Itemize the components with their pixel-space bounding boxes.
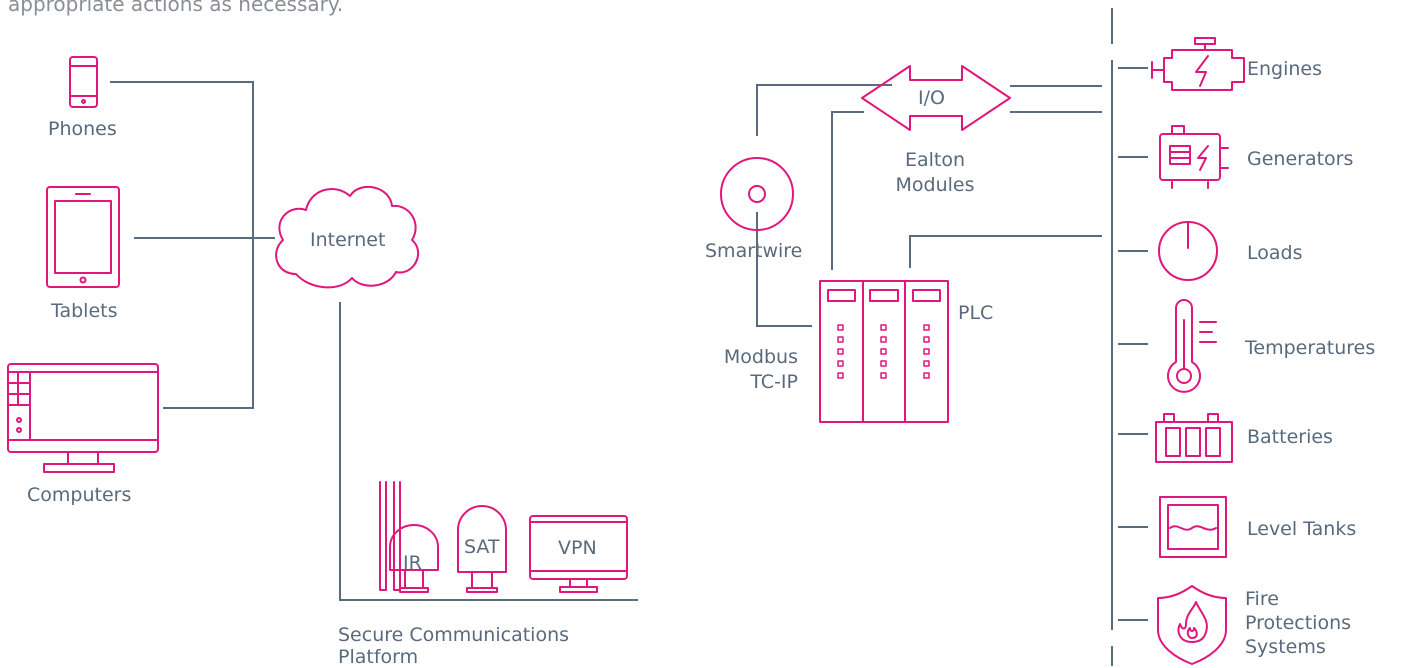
fire-shield-icon: [1157, 585, 1227, 665]
label-plc: PLC: [958, 302, 994, 324]
antenna-icon: [379, 481, 401, 591]
label-io: I/O: [918, 87, 945, 109]
label-internet: Internet: [310, 229, 386, 251]
label-systems: Systems: [1245, 636, 1326, 658]
sat-dome-icon: [457, 505, 507, 593]
label-secure-communications: Secure Communications: [338, 624, 570, 646]
label-platform: Platform: [338, 646, 419, 668]
label-engines: Engines: [1247, 58, 1323, 80]
smartwire-icon: [720, 157, 794, 231]
label-protections: Protections: [1245, 612, 1352, 634]
label-sat: SAT: [464, 536, 500, 558]
tablet-icon: [46, 186, 120, 288]
label-generators: Generators: [1247, 148, 1354, 170]
computer-icon: [7, 363, 159, 473]
label-ir: IR: [403, 552, 422, 574]
label-tablets: Tablets: [51, 300, 118, 322]
label-level-tanks: Level Tanks: [1247, 518, 1357, 540]
phone-icon: [69, 56, 98, 108]
label-tc-ip: TC-IP: [750, 371, 798, 393]
io-arrow-icon: [861, 65, 1011, 131]
level-tank-icon: [1159, 496, 1227, 558]
load-gauge-icon: [1158, 221, 1218, 281]
battery-icon: [1155, 413, 1233, 463]
label-temperatures: Temperatures: [1245, 337, 1376, 359]
engine-icon: [1151, 37, 1245, 91]
label-ealton: Ealton: [904, 149, 966, 171]
intro-text: appropriate actions as necessary.: [8, 0, 344, 16]
label-modules: Modules: [895, 174, 975, 196]
ir-dome-icon: [389, 524, 439, 593]
label-modbus: Modbus: [723, 346, 798, 368]
connector-lines: [110, 8, 1148, 666]
vpn-monitor-icon: [529, 515, 628, 593]
label-fire: Fire: [1245, 588, 1279, 610]
label-loads: Loads: [1247, 242, 1303, 264]
label-smartwire: Smartwire: [705, 240, 803, 262]
label-vpn: VPN: [558, 537, 597, 559]
generator-icon: [1159, 125, 1229, 189]
thermometer-icon: [1167, 299, 1217, 393]
label-batteries: Batteries: [1247, 426, 1333, 448]
label-computers: Computers: [27, 484, 132, 506]
cloud-icon: [275, 186, 419, 289]
plc-rack-icon: [819, 280, 949, 423]
label-phones: Phones: [48, 118, 117, 140]
